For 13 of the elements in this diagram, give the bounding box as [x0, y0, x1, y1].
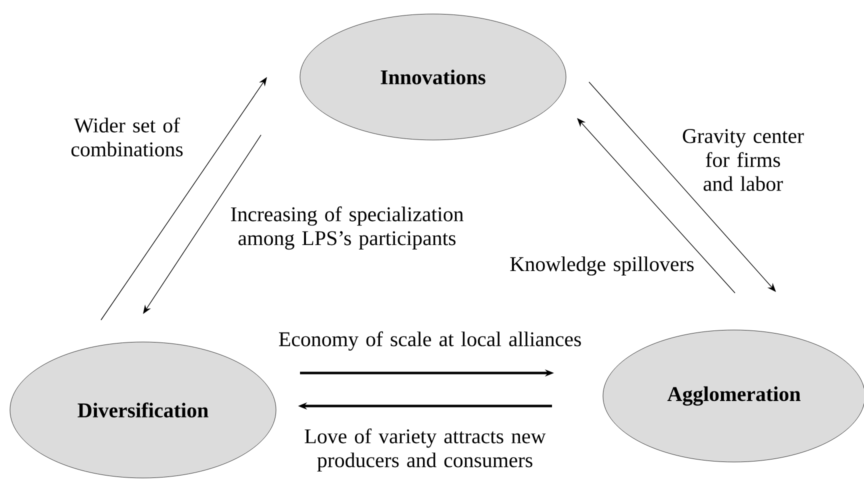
- arrow: [100, 77, 267, 320]
- ellipse-node: Agglomeration: [602, 330, 864, 462]
- arrow: [143, 134, 262, 314]
- arrow: [577, 118, 736, 294]
- edge-label: Wider set of combinations: [71, 118, 183, 156]
- ellipse-node: Innovations: [300, 14, 566, 140]
- edge-label: Economy of scale at local alliances: [279, 331, 581, 351]
- edge-label: Love of variety attracts new producers and consumers: [304, 428, 546, 472]
- edge-label: Gravity center for firms and labor: [682, 129, 804, 191]
- edge-label: Increasing of specialization among LPS’s participants: [231, 206, 464, 250]
- ellipse-node: Diversification: [10, 342, 276, 478]
- arrow: [588, 82, 776, 292]
- edge-label: Knowledge spillovers: [510, 256, 694, 276]
